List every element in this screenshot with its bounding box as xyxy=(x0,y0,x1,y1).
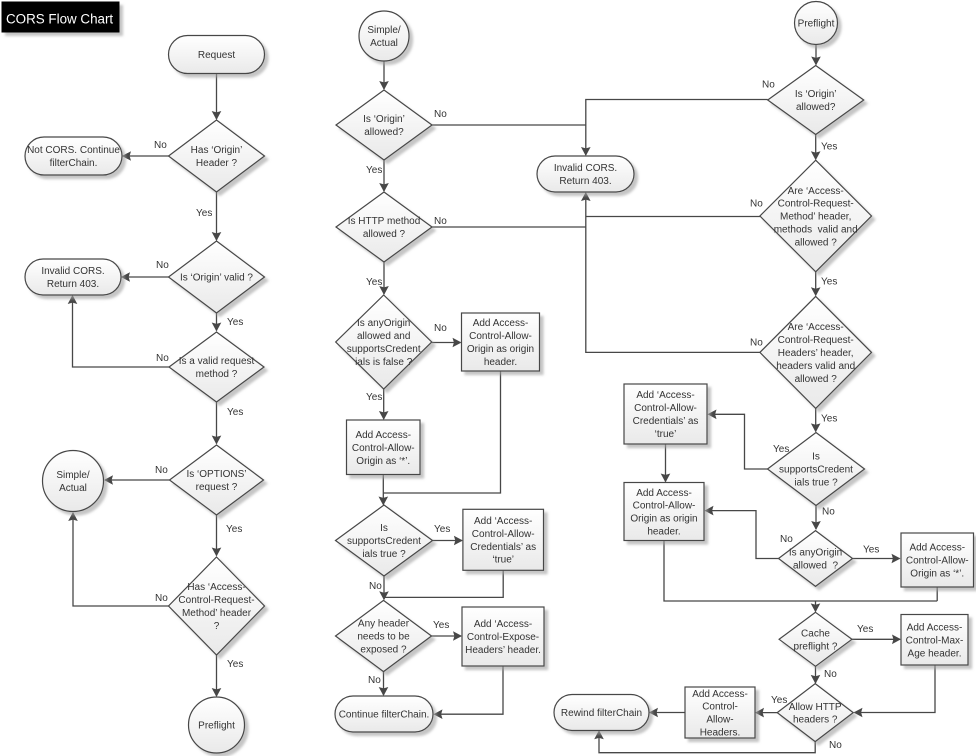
svg-text:Add Access-Control-Allow-Origi: Add Access-Control-Allow-Origin as ‘*’. xyxy=(906,543,969,580)
svg-text:Yes: Yes xyxy=(857,624,873,635)
svg-text:CORS Flow Chart: CORS Flow Chart xyxy=(6,12,113,27)
svg-text:Yes: Yes xyxy=(226,524,242,535)
svg-text:Add Access-Control-Allow-Heade: Add Access-Control-Allow-Headers. xyxy=(692,689,748,739)
svg-text:No: No xyxy=(155,593,168,604)
svg-text:Has ‘Access-Control-Request-Me: Has ‘Access-Control-Request-Method’ head… xyxy=(178,582,254,632)
svg-text:Is ‘Origin’ valid ?: Is ‘Origin’ valid ? xyxy=(180,273,253,284)
svg-text:Yes: Yes xyxy=(366,165,382,176)
svg-text:Yes: Yes xyxy=(227,317,243,328)
svg-text:No: No xyxy=(829,740,842,751)
svg-text:No: No xyxy=(368,675,381,686)
svg-text:No: No xyxy=(822,507,835,518)
svg-text:No: No xyxy=(780,534,793,545)
svg-text:Preflight: Preflight xyxy=(198,721,235,732)
svg-text:Add ‘Access-Control-Allow-Cred: Add ‘Access-Control-Allow-Credentials’ a… xyxy=(633,390,699,440)
svg-text:No: No xyxy=(750,338,763,349)
svg-text:Yes: Yes xyxy=(227,659,243,670)
svg-text:Yes: Yes xyxy=(821,142,837,153)
svg-text:Preflight: Preflight xyxy=(798,19,835,30)
svg-text:Request: Request xyxy=(198,50,235,61)
svg-text:Add Access-Control-Allow-Origi: Add Access-Control-Allow-Origin as origi… xyxy=(467,318,534,368)
svg-text:Add Access-Control-Max-Age hea: Add Access-Control-Max-Age header. xyxy=(906,623,964,660)
svg-text:Yes: Yes xyxy=(771,695,787,706)
svg-text:Is ‘Origin’allowed?: Is ‘Origin’allowed? xyxy=(795,89,837,113)
svg-text:No: No xyxy=(434,216,447,227)
svg-text:Are ‘Access-Control-Request-He: Are ‘Access-Control-Request-Headers’ hea… xyxy=(776,322,855,385)
svg-text:Yes: Yes xyxy=(434,524,450,535)
svg-text:Is ‘OPTIONS’request ?: Is ‘OPTIONS’request ? xyxy=(186,469,246,493)
svg-text:Continue filterChain.: Continue filterChain. xyxy=(339,710,430,721)
svg-text:Yes: Yes xyxy=(366,277,382,288)
svg-text:Simple/Actual: Simple/Actual xyxy=(367,25,401,49)
svg-text:Add Access-Control-Allow-Origi: Add Access-Control-Allow-Origin as origi… xyxy=(630,488,697,538)
svg-text:Is ‘Origin’allowed?: Is ‘Origin’allowed? xyxy=(363,114,405,138)
svg-text:No: No xyxy=(750,199,763,210)
svg-text:No: No xyxy=(762,80,775,91)
svg-text:Has ‘Origin’Header ?: Has ‘Origin’Header ? xyxy=(191,145,243,169)
svg-text:Are ‘Access-Control-Request-Me: Are ‘Access-Control-Request-Method’ head… xyxy=(774,186,858,249)
svg-text:No: No xyxy=(369,581,382,592)
svg-text:Yes: Yes xyxy=(773,444,789,455)
svg-text:Yes: Yes xyxy=(821,277,837,288)
svg-text:No: No xyxy=(154,140,167,151)
svg-text:Invalid CORS.Return 403.: Invalid CORS.Return 403. xyxy=(554,163,617,187)
svg-text:No: No xyxy=(434,323,447,334)
svg-text:Yes: Yes xyxy=(433,620,449,631)
svg-text:No: No xyxy=(434,109,447,120)
svg-text:Simple/Actual: Simple/Actual xyxy=(56,470,90,494)
svg-text:Yes: Yes xyxy=(821,414,837,425)
svg-text:No: No xyxy=(156,353,169,364)
svg-text:Yes: Yes xyxy=(863,545,879,556)
svg-text:Add ‘Access-Control-Expose-Hea: Add ‘Access-Control-Expose-Headers’ head… xyxy=(465,619,541,656)
svg-text:Yes: Yes xyxy=(196,208,212,219)
svg-text:Yes: Yes xyxy=(366,392,382,403)
svg-text:Yes: Yes xyxy=(227,407,243,418)
svg-text:No: No xyxy=(156,260,169,271)
svg-text:No: No xyxy=(155,465,168,476)
svg-text:Add Access-Control-Allow-Origi: Add Access-Control-Allow-Origin as ‘*’. xyxy=(352,430,415,467)
svg-text:Rewind filterChain: Rewind filterChain xyxy=(561,708,642,719)
svg-text:No: No xyxy=(824,669,837,680)
svg-text:Add ‘Access-Control-Allow-Cred: Add ‘Access-Control-Allow-Credentials’ a… xyxy=(470,516,536,566)
svg-text:Invalid CORS.Return 403.: Invalid CORS.Return 403. xyxy=(41,266,104,290)
